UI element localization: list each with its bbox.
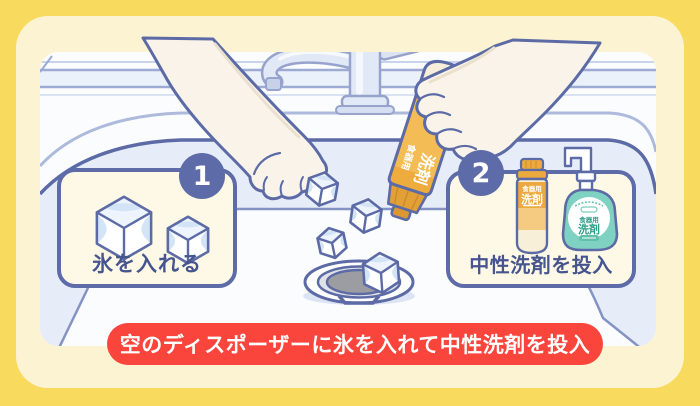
- caption-text: 空のディスポーザーに氷を入れて中性洗剤を投入: [119, 333, 591, 357]
- hand-dropping-ice-icon: [141, 36, 329, 201]
- hand-pouring-detergent-icon: [414, 38, 602, 162]
- step-1-number: 1: [192, 160, 212, 192]
- step-1-badge: 1: [179, 153, 225, 199]
- squeeze-bottle-icon: 食器用 洗剤: [515, 157, 549, 255]
- pump-bottle-label: 食器用: [578, 215, 599, 224]
- pump-bottle-icon: 食器用 洗剤: [561, 146, 619, 252]
- step-2-badge: 2: [458, 150, 504, 196]
- step-2-number: 2: [471, 157, 491, 189]
- caption-banner: 空のディスポーザーに氷を入れて中性洗剤を投入: [107, 323, 603, 365]
- svg-text:洗剤: 洗剤: [521, 192, 543, 206]
- faucet-icon: [260, 52, 424, 115]
- step-2-box: 2 食器用 洗剤 食器用 洗剤 中性洗剤を投入: [446, 146, 636, 288]
- step-1-label: 氷を入れる: [92, 252, 202, 276]
- svg-text:洗剤: 洗剤: [578, 222, 600, 236]
- step-2-label: 中性洗剤を投入: [469, 253, 613, 277]
- squeeze-bottle-label: 食器用: [521, 184, 542, 193]
- step-1-box: 1 氷を入れる: [57, 153, 237, 288]
